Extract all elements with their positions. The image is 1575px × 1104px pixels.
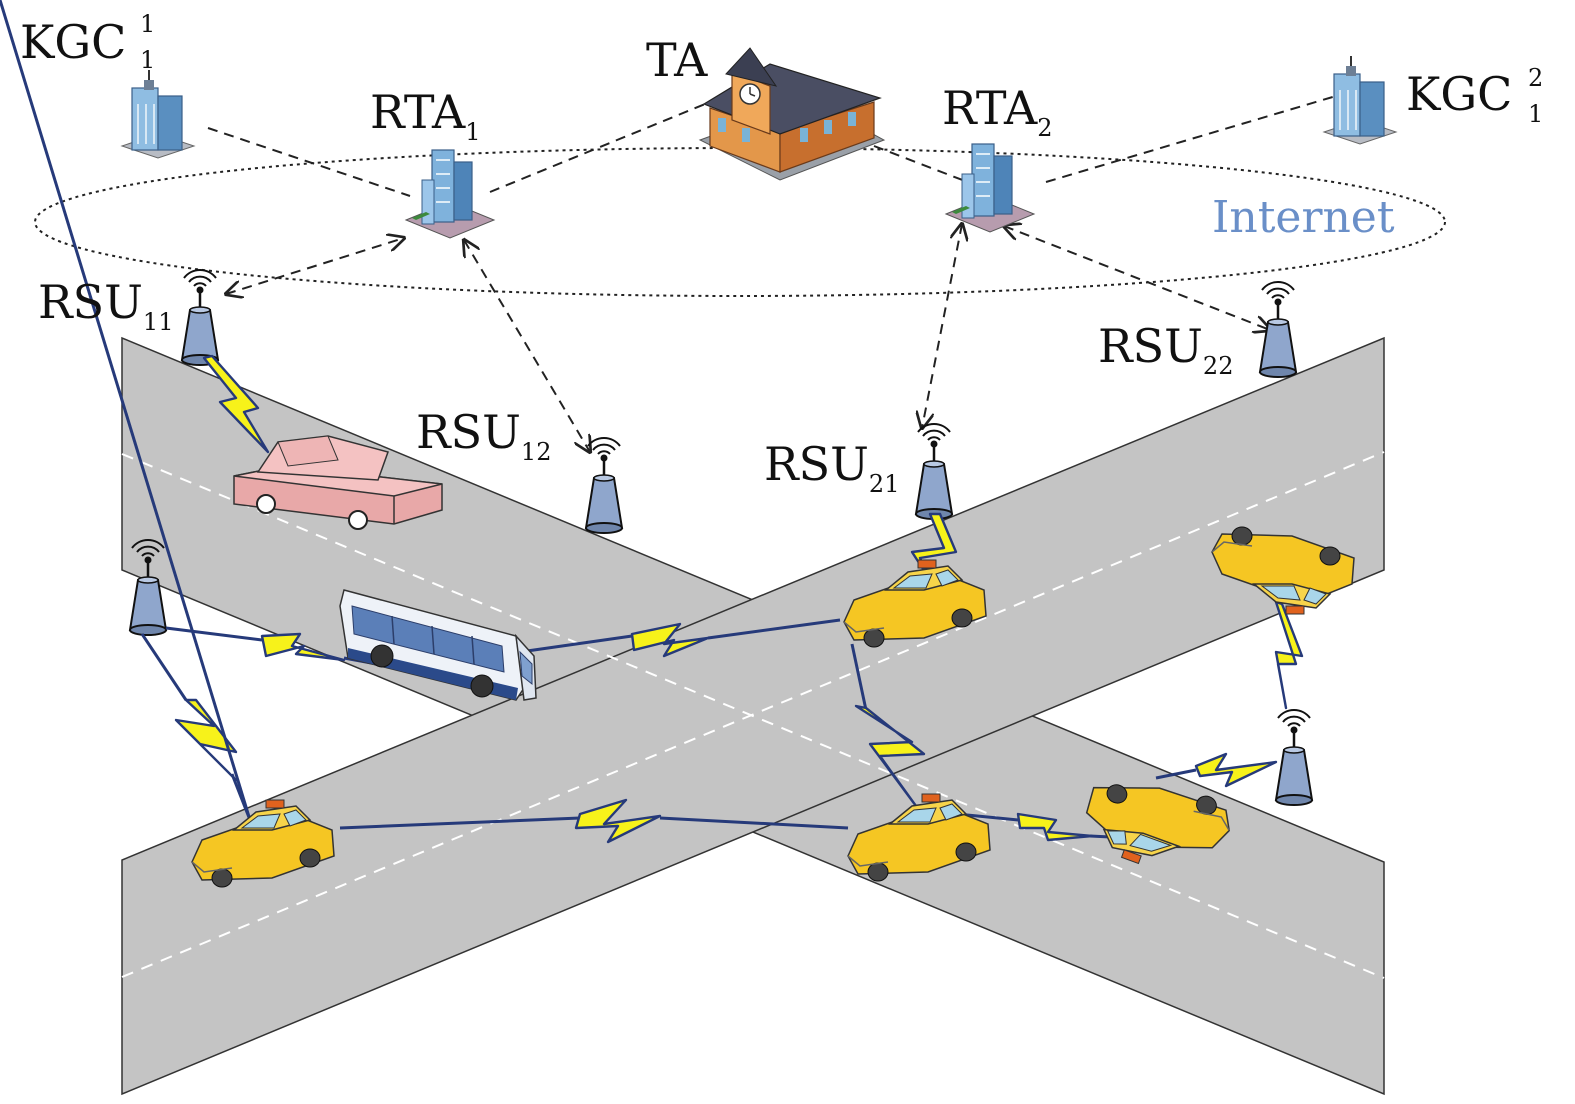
wireless-bus-taxi	[630, 622, 710, 658]
wireless-rsu11-car	[202, 354, 270, 454]
rsu12-antenna-icon	[584, 436, 624, 535]
link-rta1-rsu11	[226, 238, 404, 294]
svg-text:KGC: KGC	[20, 15, 126, 69]
link-rta2-rsu22	[1004, 226, 1270, 330]
label-kgc1: KGC 1 1	[20, 10, 155, 74]
wireless-rsu-right-taxi	[1194, 752, 1278, 788]
svg-text:1: 1	[140, 10, 155, 38]
label-rsu22: RSU22	[1098, 319, 1233, 380]
svg-text:KGC: KGC	[1406, 67, 1512, 121]
lane-divider-2	[121, 451, 1385, 978]
wireless-links	[0, 0, 1304, 844]
link-rsu-left-taxi-b2	[230, 773, 252, 821]
label-rsu12: RSU12	[416, 405, 551, 466]
rsu22-antenna-icon	[1258, 280, 1298, 379]
link-rsu-left-bus-a	[165, 626, 263, 642]
label-rta1: RTA1	[370, 85, 481, 146]
wireless-rsu-right-flipped	[1274, 600, 1304, 710]
link-ta-rta2	[873, 145, 979, 187]
link-taxi-bl-bc-a	[339, 816, 581, 830]
link-bus-taxi-a	[519, 634, 633, 654]
label-rta2: RTA2	[942, 81, 1053, 142]
link-taxi-bl-bc-b	[659, 816, 849, 830]
wireless-taxi-horizontal	[574, 798, 662, 844]
lane-divider-1	[121, 453, 1385, 979]
rta2-tower-icon	[945, 143, 1035, 233]
link-bus-taxi-b	[707, 618, 841, 640]
wireless-taxi-overturned	[1016, 812, 1094, 842]
link-rsu-right-a	[1155, 768, 1197, 780]
link-rta2-kgc2	[1045, 95, 1337, 183]
rsu-right-antenna-icon	[1274, 708, 1314, 807]
ta-town-hall-icon	[699, 47, 885, 181]
rsu11-antenna-icon	[180, 268, 220, 367]
svg-text:1: 1	[1528, 100, 1543, 128]
rta1-tower-icon	[405, 149, 495, 239]
wireless-rsu-left-taxi	[174, 698, 238, 782]
wireless-rsu-left-bus	[260, 632, 346, 662]
link-rta2-rsu21	[922, 224, 962, 428]
kgc2-building-icon	[1323, 55, 1397, 145]
link-rta1-ta	[489, 101, 711, 193]
link-taxi-taxi-a	[850, 643, 868, 711]
wireless-taxi-vertical	[854, 704, 926, 808]
svg-text:1: 1	[140, 46, 155, 74]
link-rsu-left-taxi-b	[0, 0, 252, 821]
rsu21-antenna-icon	[914, 422, 954, 521]
road-network	[121, 336, 1385, 1096]
svg-text:2: 2	[1528, 64, 1543, 92]
label-ta: TA	[646, 33, 708, 87]
backbone-links	[207, 95, 1337, 452]
link-kgc1-rta1	[207, 127, 411, 197]
link-rta1-rsu12	[464, 240, 590, 452]
label-rsu11: RSU11	[38, 275, 173, 336]
internet-label: Internet	[1212, 192, 1395, 243]
label-kgc2: KGC 2 1	[1406, 64, 1543, 128]
kgc1-building-icon	[121, 69, 195, 159]
link-rsu-left-taxi-a	[140, 633, 188, 701]
label-rsu21: RSU21	[764, 437, 899, 498]
